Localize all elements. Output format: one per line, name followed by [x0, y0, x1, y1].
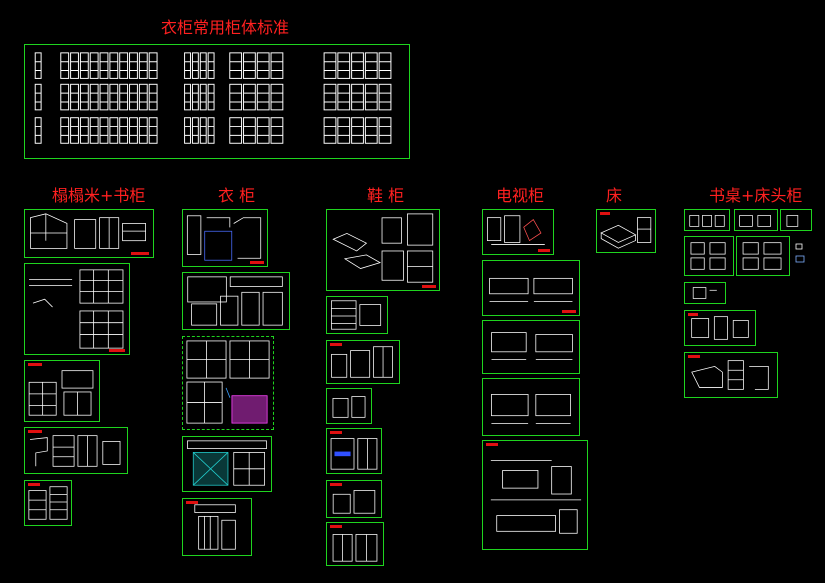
frame-wardrobe-3 — [182, 336, 274, 430]
frame-tatami-1 — [24, 209, 154, 258]
frame-desk-8 — [684, 352, 778, 398]
frame-wardrobe-5 — [182, 498, 252, 556]
frame-tatami-3 — [24, 360, 100, 422]
frame-shoe-1 — [326, 209, 440, 291]
frame-desk-2 — [734, 209, 778, 231]
title-shoe-cabinet: 鞋 柜 — [367, 186, 405, 205]
frame-tatami-5 — [24, 480, 72, 526]
frame-shoe-5 — [326, 428, 382, 474]
frame-desk-7 — [684, 310, 756, 346]
frame-wardrobe-4 — [182, 436, 272, 492]
title-bed: 床 — [606, 186, 623, 205]
frame-tatami-4 — [24, 427, 128, 474]
title-tatami-bookcase: 榻榻米+书柜 — [52, 186, 146, 205]
title-desk-nightstand: 书桌+床头柜 — [709, 186, 803, 205]
frame-tv-4 — [482, 378, 580, 436]
frame-tatami-2 — [24, 263, 130, 355]
frame-wardrobe-1 — [182, 209, 268, 267]
frame-wardrobe-2 — [182, 272, 290, 330]
frame-bed-1 — [596, 209, 656, 253]
frame-desk-1 — [684, 209, 730, 231]
title-tv-cabinet: 电视柜 — [496, 186, 545, 205]
title-wardrobe: 衣 柜 — [218, 186, 256, 205]
frame-wardrobe-standards — [24, 44, 410, 159]
frame-tv-3 — [482, 320, 580, 374]
frame-shoe-4 — [326, 388, 372, 424]
frame-tv-2 — [482, 260, 580, 316]
wardrobe-standards-drawing — [34, 52, 392, 144]
frame-tv-1 — [482, 209, 554, 255]
small-nightstand-symbols — [792, 240, 812, 270]
title-wardrobe-standard: 衣柜常用柜体标准 — [161, 18, 290, 37]
frame-shoe-6 — [326, 480, 382, 518]
frame-desk-4 — [684, 236, 734, 276]
frame-shoe-7 — [326, 522, 384, 566]
frame-tv-5 — [482, 440, 588, 550]
frame-shoe-3 — [326, 340, 400, 384]
frame-shoe-2 — [326, 296, 388, 334]
frame-desk-6 — [684, 282, 726, 304]
frame-desk-3 — [780, 209, 812, 231]
frame-desk-5 — [736, 236, 790, 276]
